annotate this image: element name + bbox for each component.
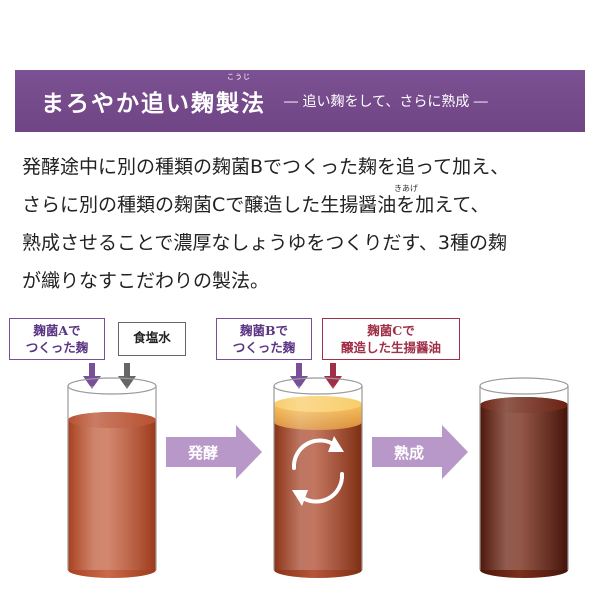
label-koji-c-line-1: 麹菌Cで	[367, 323, 415, 338]
maturation-arrow	[372, 425, 468, 479]
glass-2	[273, 377, 363, 578]
label-koji-a-line-1: 麹菌Aで	[33, 323, 81, 338]
label-koji-c-ruby: きあげ	[417, 346, 436, 353]
koji-a-arrow	[83, 363, 101, 389]
description-line-1: 発酵途中に別の種類の麹菌Bでつくった麹を追って加え、	[22, 156, 510, 178]
description-ruby: きあげ	[394, 184, 418, 193]
glass-1	[67, 377, 157, 578]
fermentation-arrow	[166, 425, 262, 479]
label-koji-a-line-2: つくった麹	[25, 340, 89, 355]
description-line-2-text: さらに別の種類の麹菌Cで醸造した生揚醤油を加えて、	[22, 194, 490, 216]
banner-title: まろやか追い麹製法 こうじ	[41, 73, 266, 118]
salt-water-arrow	[118, 363, 136, 389]
label-koji-b-line-1: 麹菌Bで	[239, 323, 289, 338]
label-koji-a: 麹菌Aで つくった麹	[9, 318, 105, 360]
banner-title-ruby: こうじ	[227, 73, 251, 81]
label-salt-water-text: 食塩水	[133, 330, 171, 345]
koji-b-arrow	[290, 363, 308, 389]
description-line-3: 熟成させることで濃厚なしょうゆをつくりだす、3種の麹	[22, 232, 507, 254]
description: 発酵途中に別の種類の麹菌Bでつくった麹を追って加え、 きあげ さらに別の種類の麹…	[22, 148, 582, 300]
maturation-step-label: 熟成	[394, 444, 425, 462]
description-line-4: が織りなすこだわりの製法。	[22, 270, 270, 292]
label-koji-c-line-2: 醸造した生揚醤油	[340, 340, 441, 355]
title-banner: まろやか追い麹製法 こうじ ― 追い麹をして、さらに熟成 ―	[15, 70, 585, 132]
description-line-2: きあげ さらに別の種類の麹菌Cで醸造した生揚醤油を加えて、	[22, 184, 582, 224]
circulation-icon	[291, 436, 345, 506]
banner-title-text: まろやか追い麹製法	[41, 90, 266, 117]
banner-subtitle: ― 追い麹をして、さらに熟成 ―	[284, 94, 488, 110]
glass-3	[479, 377, 569, 578]
label-salt-water: 食塩水	[118, 322, 186, 356]
fermentation-step-label: 発酵	[188, 444, 219, 462]
koji-c-arrow	[324, 363, 342, 389]
label-koji-c: 麹菌Cで 醸造した生揚醤油 きあげ	[322, 318, 460, 360]
label-koji-b: 麹菌Bで つくった麹	[216, 318, 312, 360]
label-koji-b-line-2: つくった麹	[232, 340, 296, 355]
